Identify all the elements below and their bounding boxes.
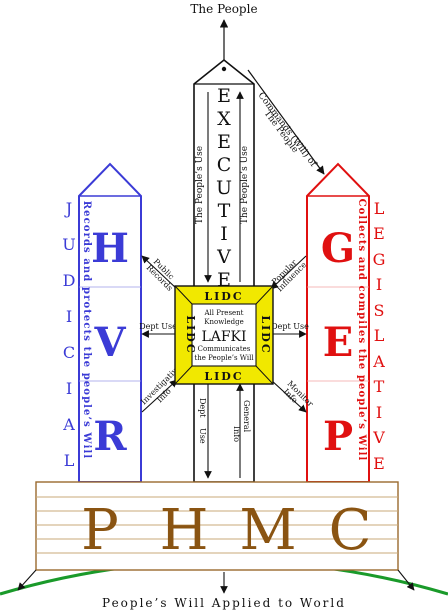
executive-use-left: The People’s Use (195, 146, 205, 224)
svg-text:Dept Use: Dept Use (271, 322, 309, 331)
downward-labels: Dept Use General Info (198, 398, 251, 444)
phmc-base (35, 481, 399, 571)
svg-text:U: U (216, 177, 232, 199)
svg-text:G: G (373, 250, 386, 269)
legislative-title: L E G I S L A T I V E (372, 199, 385, 473)
knowledge-line-1: All Present (203, 309, 243, 317)
legislative-big-letters: G E P (321, 225, 355, 460)
lidc-top: LIDC (204, 290, 243, 303)
svg-text:I: I (66, 379, 72, 398)
svg-text:J: J (64, 199, 72, 218)
svg-text:S: S (374, 301, 385, 320)
svg-text:E: E (373, 454, 385, 473)
legislative-pillar (306, 162, 370, 483)
svg-text:General: General (242, 400, 251, 433)
lidc-right: LIDC (259, 315, 272, 354)
legislative-vertical-text: Collects and compiles the people’s Will (356, 199, 367, 462)
svg-text:E: E (217, 131, 231, 153)
judicial-vertical-text: Records and protects the people’s Will (81, 201, 92, 460)
communicates-line-2: the People’s Will (194, 354, 254, 362)
svg-text:D: D (63, 271, 76, 290)
svg-text:I: I (376, 403, 382, 422)
svg-text:T: T (374, 377, 385, 396)
svg-text:L: L (64, 451, 75, 470)
svg-text:M: M (239, 498, 296, 563)
judicial-pillar (78, 162, 142, 483)
svg-text:I: I (66, 307, 72, 326)
svg-text:C: C (63, 343, 75, 362)
top-label: The People (190, 2, 257, 16)
svg-text:C: C (329, 498, 372, 563)
svg-text:E: E (373, 224, 385, 243)
svg-text:V: V (93, 319, 126, 366)
executive-title: E X E C U T I V E (216, 85, 232, 291)
svg-text:Dept Use: Dept Use (139, 322, 177, 331)
svg-text:H: H (91, 225, 129, 272)
lidc-bottom: LIDC (204, 370, 243, 383)
commands-label-1: Commands (Will) of (256, 90, 319, 169)
lidc-left: LIDC (184, 315, 197, 354)
communicates-line-1: Communicates (198, 345, 251, 353)
svg-text:V: V (216, 246, 231, 268)
phmc-letters: P H M C (81, 498, 371, 563)
svg-text:P: P (81, 498, 119, 563)
svg-text:I: I (376, 275, 382, 294)
svg-text:E: E (217, 85, 231, 107)
svg-text:A: A (62, 415, 75, 434)
svg-text:T: T (218, 200, 231, 222)
lafki-center-box (174, 285, 274, 385)
svg-text:G: G (321, 225, 355, 272)
executive-use-right: The People’s Use (240, 146, 250, 224)
commands-arrow (247, 69, 325, 175)
judicial-title: J U D I C I A L (62, 199, 76, 470)
svg-text:Use: Use (198, 428, 207, 444)
svg-text:V: V (372, 428, 385, 447)
svg-text:C: C (217, 154, 232, 176)
bottom-arrows (17, 569, 415, 594)
svg-text:X: X (217, 108, 231, 130)
executive-arrows (204, 91, 244, 479)
knowledge-line-2: Knowledge (204, 318, 243, 326)
svg-text:A: A (372, 352, 385, 371)
bottom-label: People’s Will Applied to World (102, 596, 346, 610)
judicial-big-letters: H V R (91, 225, 129, 460)
svg-text:E: E (323, 319, 354, 366)
lafki-title: LAFKI (201, 329, 246, 345)
svg-text:Dept: Dept (198, 398, 207, 418)
svg-text:L: L (374, 326, 385, 345)
svg-text:H: H (160, 498, 209, 563)
svg-text:L: L (374, 199, 385, 218)
svg-text:I: I (220, 223, 228, 245)
svg-text:R: R (93, 413, 127, 460)
svg-text:P: P (323, 413, 353, 460)
svg-text:Info: Info (232, 426, 241, 442)
svg-text:U: U (62, 235, 75, 254)
connector-arrows (141, 255, 307, 413)
